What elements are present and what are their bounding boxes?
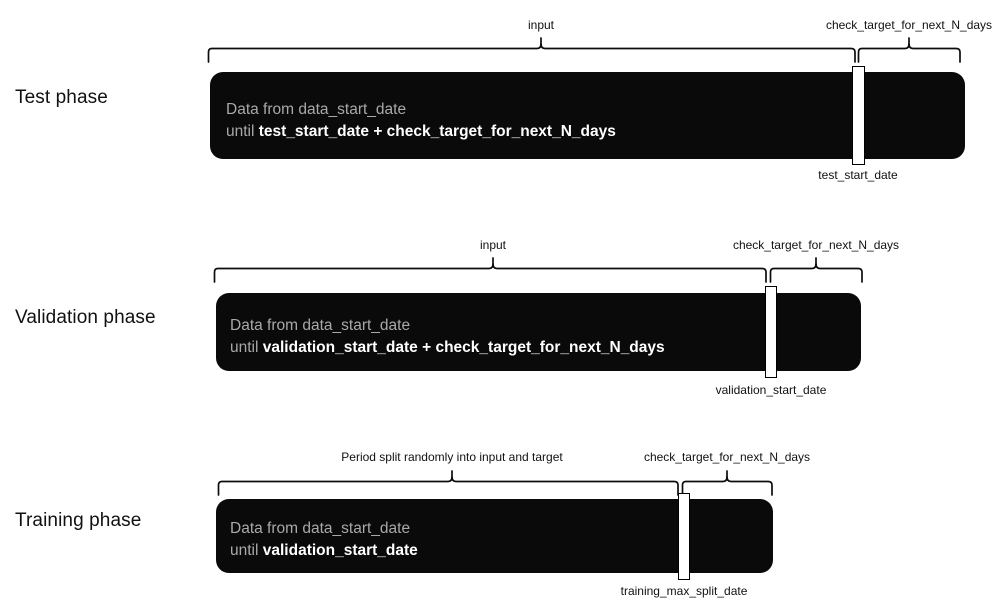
- validation-start-date-marker: [765, 286, 777, 378]
- test-target-caption: check_target_for_next_N_days: [825, 18, 993, 32]
- validation-marker-caption: validation_start_date: [715, 383, 827, 397]
- training-input-brace: [217, 476, 679, 496]
- training-line2-prefix: until: [230, 542, 263, 559]
- validation-period-bar: [216, 293, 861, 371]
- test-period-bar: [210, 72, 965, 159]
- phase-label-test: Test phase: [15, 87, 108, 108]
- training-target-caption: check_target_for_next_N_days: [643, 450, 811, 464]
- training-line1-value: data_start_date: [302, 520, 411, 537]
- test-marker-caption: test_start_date: [818, 168, 898, 182]
- validation-line1-value: data_start_date: [302, 317, 411, 334]
- training-bar-text: Data from data_start_date until validati…: [230, 518, 418, 562]
- test-line1-prefix: Data from: [226, 101, 299, 118]
- test-input-brace: [207, 43, 856, 63]
- training-input-caption: Period split randomly into input and tar…: [341, 450, 563, 464]
- validation-input-brace: [213, 263, 767, 283]
- test-target-brace: [857, 43, 961, 63]
- test-line1-value: data_start_date: [298, 101, 407, 118]
- test-line2-value: test_start_date + check_target_for_next_…: [258, 123, 616, 140]
- training-line1-prefix: Data from: [230, 520, 303, 537]
- training-line2-value: validation_start_date: [262, 542, 418, 559]
- validation-line2-prefix: until: [230, 339, 263, 356]
- training-marker-caption: training_max_split_date: [620, 584, 748, 598]
- validation-input-caption: input: [479, 238, 507, 252]
- validation-target-caption: check_target_for_next_N_days: [732, 238, 900, 252]
- test-bar-text: Data from data_start_date until test_sta…: [226, 99, 616, 143]
- validation-bar-text: Data from data_start_date until validati…: [230, 315, 665, 359]
- validation-line1-prefix: Data from: [230, 317, 303, 334]
- training-target-brace: [681, 476, 773, 496]
- validation-line2-value: validation_start_date + check_target_for…: [262, 339, 665, 356]
- test-input-caption: input: [527, 18, 555, 32]
- training-max-split-date-marker: [678, 493, 690, 580]
- test-start-date-marker: [852, 66, 865, 165]
- phase-label-validation: Validation phase: [15, 307, 156, 328]
- phase-label-training: Training phase: [15, 510, 142, 531]
- test-line2-prefix: until: [226, 123, 259, 140]
- validation-target-brace: [769, 263, 863, 283]
